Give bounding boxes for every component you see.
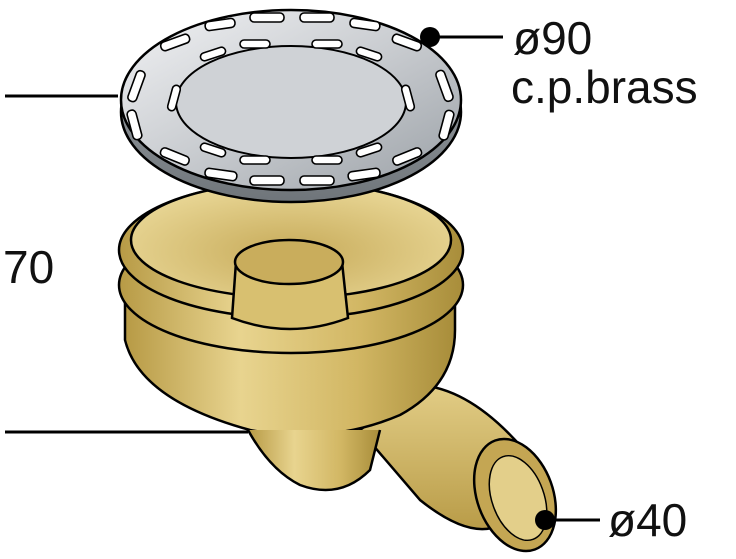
grate-leader [420, 27, 503, 47]
grate-slots [126, 12, 455, 186]
outlet-leader-dot [535, 510, 555, 530]
grate-leader-dot [420, 27, 440, 47]
outlet-pipe [358, 383, 558, 553]
grate-centre-plate [175, 45, 407, 159]
drain-body [117, 180, 465, 492]
centre-riser-top [233, 238, 345, 286]
dimension-lines [5, 94, 248, 434]
outlet-leader [535, 510, 600, 530]
grate-diameter-label: ø90 [513, 12, 592, 64]
grate [119, 8, 463, 204]
grate-material-label: c.p.brass [511, 61, 698, 113]
height-label: 70 [3, 241, 54, 293]
outlet-diameter-label: ø40 [608, 494, 687, 546]
